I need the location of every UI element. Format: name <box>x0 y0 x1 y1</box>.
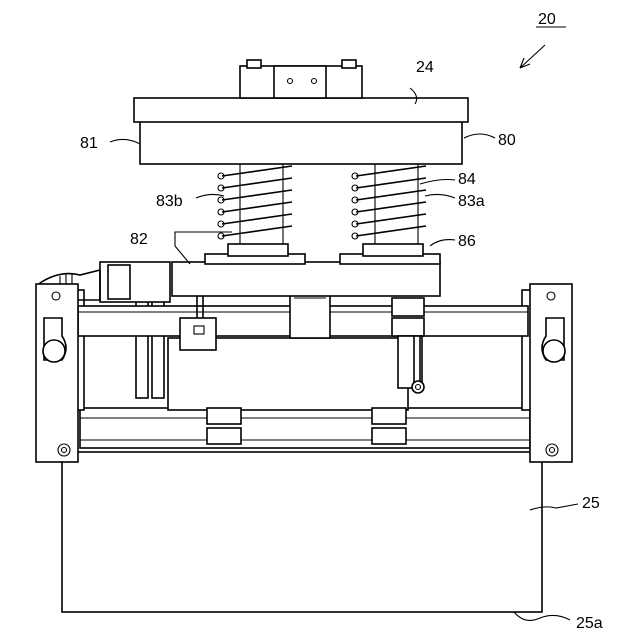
housing-25 <box>62 452 542 612</box>
label-plate: 82 <box>130 231 148 248</box>
plate-82 <box>172 262 440 296</box>
spring-83a <box>352 163 426 244</box>
left-clamp <box>36 284 78 462</box>
sensor <box>180 296 216 350</box>
spring-seats-86 <box>205 244 440 264</box>
label-spring-right: 83a <box>458 193 485 210</box>
label-housing-bottom: 25a <box>576 615 603 632</box>
label-housing: 25 <box>582 495 600 512</box>
label-spring-seat: 86 <box>458 233 476 250</box>
label-assembly: 20 <box>538 11 556 28</box>
label-lower-plate-right: 80 <box>498 132 516 149</box>
lower-plate-80 <box>140 120 462 164</box>
frame-bottom-rails <box>80 408 530 448</box>
label-spring-left: 83b <box>156 193 183 210</box>
right-clamp <box>530 284 572 462</box>
center-block <box>290 294 330 338</box>
label-top-block: 24 <box>416 59 434 76</box>
label-spring-outer: 84 <box>458 171 476 188</box>
top-plate <box>134 98 468 122</box>
label-lower-plate-left: 81 <box>80 135 98 152</box>
top-block-24 <box>240 60 362 98</box>
